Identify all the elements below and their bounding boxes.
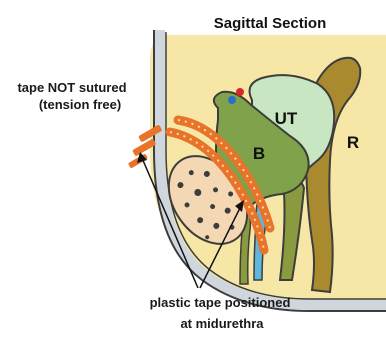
rectum-label: R	[347, 133, 359, 152]
tension-free-label: (tension free)	[39, 97, 121, 112]
midurethra-label: at midurethra	[180, 316, 264, 331]
bladder-label: B	[253, 144, 265, 163]
ovary-red-dot	[236, 88, 244, 96]
diagram-title: Sagittal Section	[214, 15, 327, 32]
ovary-blue-dot	[228, 96, 236, 104]
uterus-label: UT	[275, 109, 298, 128]
plastic-tape-label: plastic tape positioned	[150, 295, 291, 310]
tape-not-sutured-label: tape NOT sutured	[17, 80, 126, 95]
